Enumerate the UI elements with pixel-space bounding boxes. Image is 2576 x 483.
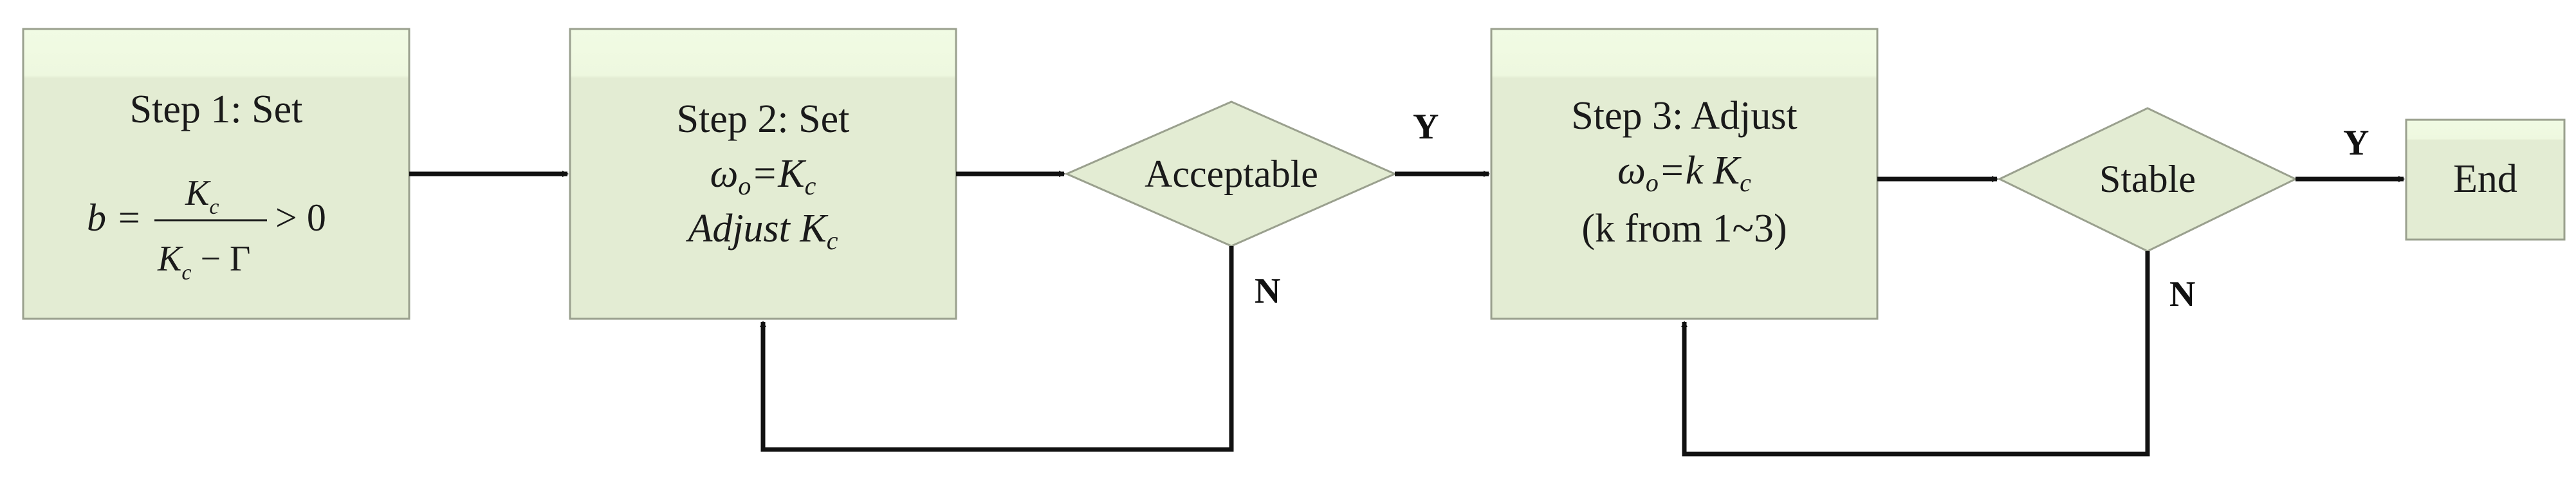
- connectors: [409, 171, 2405, 457]
- step3-omega-line: ωo=k Kc: [1617, 149, 1751, 197]
- step3-title: Step 3: Adjust: [1571, 94, 1797, 138]
- stable-yes-label: Y: [2343, 123, 2369, 163]
- step1-box: Step 1: Set b = Kc Kc − Γ > 0: [22, 28, 410, 320]
- formula-denominator: Kc − Γ: [157, 239, 250, 285]
- formula-lhs: b =: [87, 196, 142, 239]
- formula-rhs: > 0: [275, 196, 326, 239]
- step1-formula: b = Kc Kc − Γ > 0: [87, 173, 326, 285]
- formula-numerator: Kc: [185, 173, 219, 219]
- acceptable-decision: Acceptable: [1064, 100, 1397, 247]
- step1-title: Step 1: Set: [130, 88, 303, 131]
- step2-title: Step 2: Set: [677, 97, 850, 141]
- step2-adjust-line: Adjust Kc: [685, 207, 838, 255]
- arrow-stable-no-loop: [1681, 251, 2150, 457]
- step2-box: Step 2: Set ωo=Kc Adjust Kc: [569, 28, 957, 320]
- stable-label: Stable: [2099, 158, 2196, 200]
- arrow-acceptable-no-loop: [760, 246, 1234, 452]
- step3-box: Step 3: Adjust ωo=k Kc (k from 1~3): [1490, 28, 1879, 320]
- end-box: End: [2405, 118, 2566, 241]
- end-label: End: [2453, 157, 2517, 201]
- step3-range-line: (k from 1~3): [1581, 207, 1787, 251]
- acceptable-no-label: N: [1255, 271, 1280, 311]
- stable-no-label: N: [2169, 274, 2195, 314]
- acceptable-label: Acceptable: [1145, 153, 1318, 195]
- stable-decision: Stable: [1997, 107, 2298, 252]
- acceptable-yes-label: Y: [1413, 107, 1439, 147]
- step2-omega-line: ωo=Kc: [710, 152, 816, 200]
